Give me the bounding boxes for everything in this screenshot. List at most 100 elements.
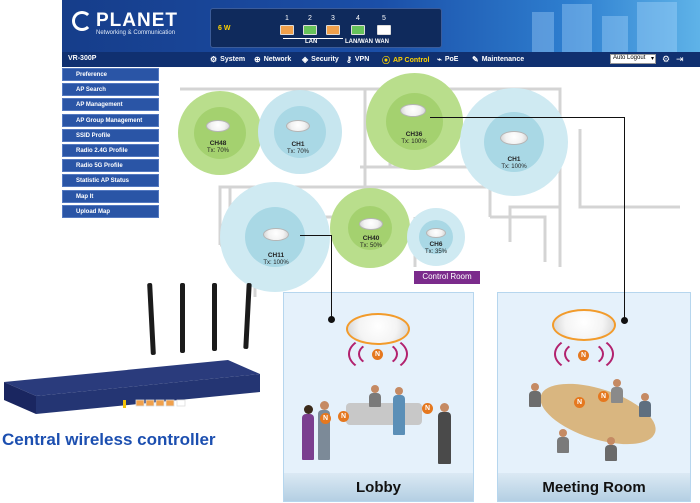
sidebar-item-radio-24g-profile[interactable]: Radio 2.4G Profile xyxy=(62,143,159,157)
nav-security[interactable]: ◈Security xyxy=(302,55,339,64)
nav-system[interactable]: ⚙System xyxy=(210,55,245,64)
planet-logo[interactable]: PLANET Networking & Communication xyxy=(72,10,178,36)
sidebar-item-statistic-ap-status[interactable]: Statistic AP Status xyxy=(62,174,159,188)
ap-channel: CH11 xyxy=(267,252,285,259)
antenna-icon xyxy=(212,283,217,351)
building-decoration xyxy=(562,4,592,52)
sidebar-item-upload-map[interactable]: Upload Map xyxy=(62,204,159,218)
building-decoration xyxy=(602,16,628,52)
settings-icon[interactable]: ⚙ xyxy=(662,54,671,64)
ap-tx-power: Tx: 35% xyxy=(424,249,447,255)
shield-icon: ◈ xyxy=(302,55,309,64)
building-decoration xyxy=(637,2,677,52)
connector-dot xyxy=(621,317,628,324)
ap-channel: CH1 xyxy=(291,141,305,148)
sidebar-item-ap-management[interactable]: AP Management xyxy=(62,98,159,112)
nav-label: PoE xyxy=(444,56,459,63)
ap-tx-power: Tx: 70% xyxy=(206,148,229,154)
access-point-icon[interactable] xyxy=(359,218,383,230)
power-readout: 6 W xyxy=(218,25,231,32)
meeting-room-title: Meeting Room xyxy=(498,473,690,501)
ap-channel: CH48 xyxy=(209,140,227,147)
nav-ap-control[interactable]: ⦿AP Control xyxy=(382,55,429,66)
ap-channel: CH6 xyxy=(429,241,443,248)
coverage-ring xyxy=(194,107,246,159)
access-point-icon[interactable] xyxy=(400,104,426,117)
wireless-badge-icon: N xyxy=(422,403,433,414)
sidebar-item-map-it[interactable]: Map It xyxy=(62,189,159,203)
port-number: 5 xyxy=(382,15,386,22)
nav-vpn[interactable]: ⚷VPN xyxy=(346,55,369,64)
access-point-icon[interactable] xyxy=(263,228,289,241)
access-point-icon[interactable] xyxy=(426,228,446,238)
wan-label: WAN xyxy=(375,39,389,45)
port-2-icon[interactable] xyxy=(303,25,317,35)
nav-poe[interactable]: ⌁PoE xyxy=(437,55,458,64)
connector-dot xyxy=(328,316,335,323)
plug-icon: ⌁ xyxy=(437,55,442,64)
wireless-badge-icon: N xyxy=(598,391,609,402)
nav-network[interactable]: ⊕Network xyxy=(254,55,291,64)
access-point-icon[interactable] xyxy=(206,120,230,132)
lan-wan-label: LAN/WAN xyxy=(345,39,373,45)
ap-tx-power: Tx: 50% xyxy=(359,243,382,249)
brand-tagline: Networking & Communication xyxy=(96,30,176,36)
building-decoration xyxy=(532,12,554,52)
device-caption: Central wireless controller xyxy=(2,430,216,449)
coverage-ring xyxy=(274,106,326,158)
lan-bracket xyxy=(283,38,343,39)
port-1-icon[interactable] xyxy=(280,25,294,35)
connector-line xyxy=(331,235,332,319)
lan-label: LAN xyxy=(305,39,318,45)
port-3-icon[interactable] xyxy=(326,25,340,35)
port-4-icon[interactable] xyxy=(351,25,365,35)
meeting-room-panel: N N N Meeting Room xyxy=(497,292,691,502)
wrench-icon: ✎ xyxy=(472,55,479,64)
gear-icon: ⚙ xyxy=(210,55,218,64)
sidebar-item-preference[interactable]: Preference xyxy=(62,68,159,81)
sidebar-item-ssid-profile[interactable]: SSID Profile xyxy=(62,128,159,142)
connector-line xyxy=(430,117,625,118)
nav-label: AP Control xyxy=(393,57,430,64)
sidebar-item-ap-search[interactable]: AP Search xyxy=(62,83,159,97)
wireless-badge-icon: N xyxy=(574,397,585,408)
coverage-ring xyxy=(386,93,443,150)
port-number: 1 xyxy=(285,15,289,22)
control-room-label[interactable]: Control Room xyxy=(414,271,480,284)
wireless-badge-icon: N xyxy=(320,413,331,424)
antenna-icon xyxy=(147,282,156,356)
ap-tx-power: Tx: 100% xyxy=(401,139,427,145)
ap-tx-power: Tx: 100% xyxy=(263,260,289,266)
access-point-icon[interactable] xyxy=(500,131,528,145)
port-status-panel: 6 W 1 2 3 4 5 LAN LAN/WAN WAN xyxy=(210,8,442,48)
logout-icon[interactable]: ⇥ xyxy=(676,54,684,64)
signal-wave-icon xyxy=(348,335,408,373)
ap-channel: CH40 xyxy=(362,235,380,242)
device-model: VR-300P xyxy=(68,55,97,62)
auto-logout-select[interactable]: Auto Logout xyxy=(610,54,656,64)
sidebar-item-radio-5g-profile[interactable]: Radio 5G Profile xyxy=(62,159,159,173)
nav-label: Maintenance xyxy=(481,56,525,63)
main-navbar: VR-300P ⚙System ⊕Network ◈Security ⚷VPN … xyxy=(62,52,700,67)
wireless-badge-icon: N xyxy=(338,411,349,422)
nav-label: Security xyxy=(311,56,339,63)
lobby-title: Lobby xyxy=(284,473,473,501)
top-banner: PLANET Networking & Communication 6 W 1 … xyxy=(62,0,700,52)
port-number: 4 xyxy=(356,15,360,22)
sidebar-item-ap-group-management[interactable]: AP Group Management xyxy=(62,113,159,127)
globe-logo-icon xyxy=(72,11,92,31)
sidebar: Preference AP Search AP Management AP Gr… xyxy=(62,68,159,220)
port-5-icon[interactable] xyxy=(377,25,391,35)
router-device xyxy=(4,360,260,414)
nav-label: System xyxy=(220,56,246,63)
nav-maintenance[interactable]: ✎Maintenance xyxy=(472,55,524,64)
connector-line xyxy=(300,235,332,236)
access-point-icon[interactable] xyxy=(286,120,310,132)
connector-line xyxy=(624,117,625,322)
nav-label: Network xyxy=(263,56,292,63)
